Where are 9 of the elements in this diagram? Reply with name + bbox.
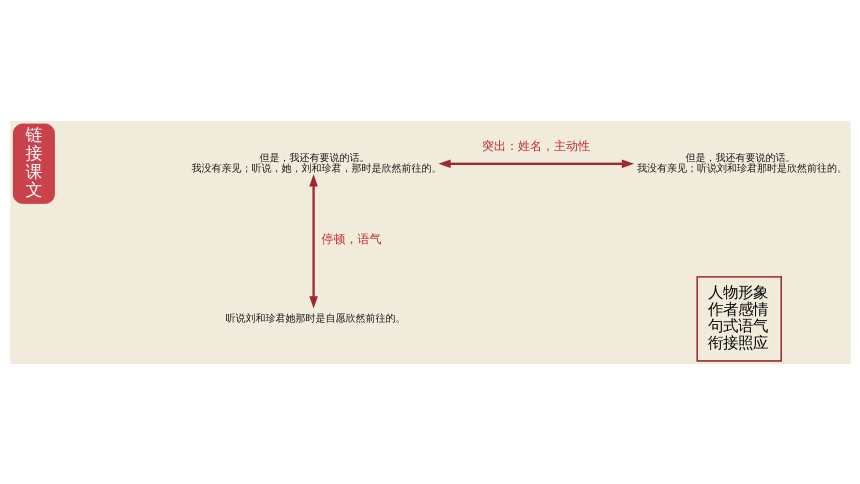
node-text: 听说刘和珍君她那时是自愿欣然前往的。 bbox=[225, 313, 406, 324]
node-box: 链接课文 bbox=[12, 123, 54, 204]
arrow bbox=[308, 174, 318, 308]
arrow bbox=[438, 159, 634, 168]
node-box: 人物形象 作者感情 句式语气 衔接照应 bbox=[696, 276, 782, 362]
edge-label: 停顿，语气 bbox=[321, 232, 382, 246]
node-text: 但是，我还有要说的话。 我没有亲见；听说刘和珍君那时是欣然前往的。 bbox=[636, 152, 846, 174]
edge-label: 突出：姓名，主动性 bbox=[481, 138, 590, 152]
node-text: 但是，我还有要说的话。 我没有亲见；听说，她，刘和珍君，那时是欣然前往的。 bbox=[191, 152, 442, 174]
